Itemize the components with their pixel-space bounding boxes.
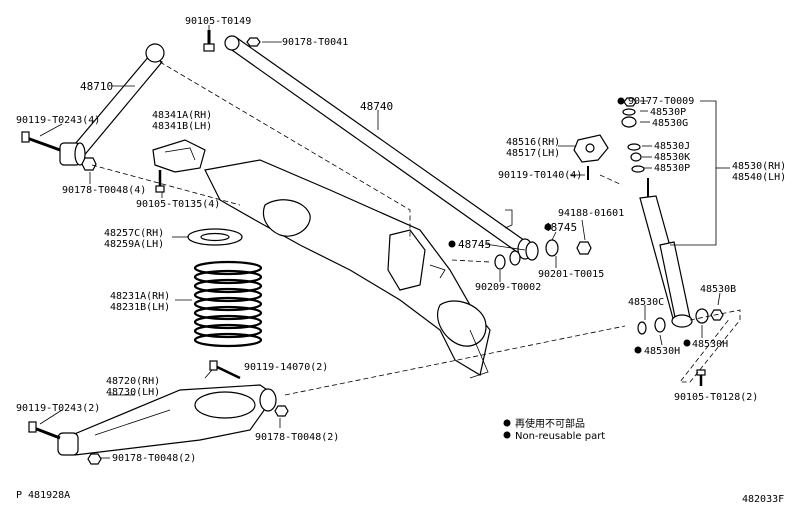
bolt-90105-t0135-4 [155,170,165,193]
bushings-48745 [494,239,592,270]
leader-lines [39,25,730,459]
axle-housing [204,159,491,379]
label-48530h-a: 48530H [644,346,680,357]
label-48530c: 48530C [628,297,664,308]
bolt-90105-t0128-2 [696,369,706,386]
label-90119-t0243-4: 90119-T0243(4) [16,115,100,126]
label-90105-t0149: 90105-T0149 [185,16,251,27]
nut-90178-t0048-2a [87,453,102,465]
spring-coil [193,269,263,285]
legend: 再使用不可部品 Non-reusable part [515,417,605,442]
footer-left-code: P 481928A [16,490,70,501]
label-48341a: 48341A(RH) [152,110,212,121]
label-48516: 48516(RH) [506,137,560,148]
label-48259a: 48259A(LH) [104,239,164,250]
label-90119-t0243-2: 90119-T0243(2) [16,403,100,414]
label-48730: 48730(LH) [106,387,160,398]
label-48231b: 48231B(LH) [110,302,170,313]
bolt-90105-t0149 [203,30,215,52]
spring-coil [193,260,263,276]
shock-absorber-48530 [639,178,693,328]
label-90105-t0135-4: 90105-T0135(4) [136,199,220,210]
label-90201-t0015: 90201-T0015 [538,269,604,280]
label-90119-t0140-4: 90119-T0140(4) [498,170,582,181]
spring-coil [193,296,263,312]
label-48530j: 48530J [654,141,690,152]
label-90178-t0041: 90178-T0041 [282,37,348,48]
label-90177-t0009: 90177-T0009 [628,96,694,107]
label-48530p-a: 48530P [650,107,686,118]
label-48710: 48710 [80,80,113,93]
spring-seat-hole [200,232,230,242]
label-48540lh: 48540(LH) [732,172,786,183]
upper-control-arm-48710 [59,43,165,166]
label-48720: 48720(RH) [106,376,160,387]
label-48745-b: 48745 [544,221,577,234]
bolt-90119-t0243-4 [21,131,61,152]
coil-spring-48231 [193,260,263,348]
bolt-90119-t0243-2 [28,421,61,440]
label-48530k: 48530K [654,152,690,163]
label-90178-t0048-4: 90178-T0048(4) [62,185,146,196]
label-48517: 48517(LH) [506,148,560,159]
label-48257c: 48257C(RH) [104,228,164,239]
spring-coil [193,332,263,348]
label-48740: 48740 [360,100,393,113]
label-48530g: 48530G [652,118,688,129]
label-48530rh: 48530(RH) [732,161,786,172]
bracket-48341 [152,139,206,173]
spring-coil [193,278,263,294]
nut-90178-t0048-4 [81,157,97,171]
spring-coil [193,287,263,303]
label-90119-14070-2: 90119-14070(2) [244,362,328,373]
dashed-lines [91,61,741,396]
label-48530h-b: 48530H [692,339,728,350]
footer-right-code: 482033F [742,494,784,505]
bolt-90119-14070-2 [209,360,241,380]
spring-coil [193,314,263,330]
nut-90178-t0041 [246,37,261,47]
nut-90178-t0048-2b [274,405,289,417]
label-90209-t0002: 90209-T0002 [475,282,541,293]
label-90178-t0048-2a: 90178-T0048(2) [112,453,196,464]
label-48231a: 48231A(RH) [110,291,170,302]
nonreusable-markers [448,97,691,439]
lower-control-arm-48720 [57,384,277,456]
label-90105-t0128-2: 90105-T0128(2) [674,392,758,403]
shock-top-hardware [621,97,645,173]
shock-bracket-48516 [573,134,609,163]
label-48745-a: 48745 [458,238,491,251]
spring-coil [193,323,263,339]
label-48530p-b: 48530P [654,163,690,174]
label-48341b: 48341B(LH) [152,121,212,132]
spring-coil [193,305,263,321]
legend-nonreusable: Non-reusable part [515,431,605,442]
legend-reuse-jp: 再使用不可部品 [515,417,585,430]
label-90178-t0048-2b: 90178-T0048(2) [255,432,339,443]
label-48530b: 48530B [700,284,736,295]
part-labels: 90105-T0149 90178-T0041 48710 48740 9011… [16,16,786,464]
label-94188: 94188-01601 [558,208,624,219]
